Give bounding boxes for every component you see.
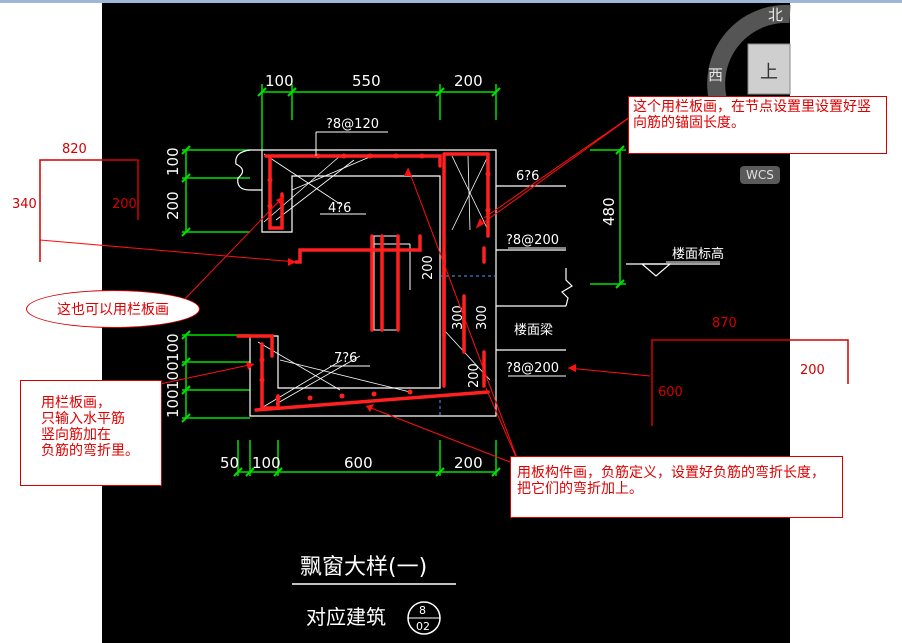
- leader-arrows: [246, 168, 576, 412]
- left-sketch: [39, 159, 139, 262]
- title-text: 飘窗大样(一): [300, 555, 427, 580]
- note-left-line-4: 负筋的弯折里。: [41, 443, 139, 459]
- dim-bottom-200: 200: [454, 454, 483, 472]
- right-sketch-right: 200: [800, 363, 825, 378]
- dimension-lines: [182, 84, 626, 476]
- left-sketch-top: 820: [62, 142, 87, 157]
- right-sketch-left: 600: [658, 385, 683, 400]
- label-right-top: 6?6: [516, 169, 539, 184]
- right-sketch-top: 870: [712, 316, 737, 331]
- left-sketch-left: 340: [12, 197, 37, 212]
- right-sketch: [651, 339, 849, 426]
- hatch-lines: [257, 153, 491, 411]
- dim-left-b2: 100: [164, 361, 182, 390]
- ref-bottom: 02: [416, 620, 430, 633]
- label-top-bar: ?8@120: [326, 117, 379, 132]
- note-left: 用栏板画， 只输入水平筋 竖向筋加在 负筋的弯折里。: [20, 380, 162, 486]
- dim-bottom-100: 100: [252, 454, 281, 472]
- dim-top-100: 100: [265, 72, 294, 90]
- window-top-border: [0, 0, 902, 3]
- rebar-dots: [259, 153, 491, 401]
- viewcube-top-face[interactable]: 上: [760, 62, 778, 83]
- label-underlines: [315, 131, 720, 377]
- dim-top-550: 550: [352, 72, 381, 90]
- rebar-label-text: ?8@120 4?6 6?6 ?8@200 7?6 ?8@200 200 300…: [326, 117, 724, 388]
- dim-left-b1: 100: [164, 333, 182, 362]
- compass-north: 北: [768, 6, 784, 24]
- label-floor-beam: 楼面梁: [514, 323, 553, 338]
- note-left-line-3: 竖向筋加在: [41, 427, 111, 443]
- viewcube[interactable]: [707, 4, 791, 103]
- dim-right-480: 480: [600, 197, 618, 226]
- left-sketch-right: 200: [112, 197, 137, 212]
- label-bottom-center: 7?6: [334, 351, 357, 366]
- drawing-title: 飘窗大样(一) 对应建筑: [292, 555, 456, 629]
- dim-left-100: 100: [164, 147, 182, 176]
- note-left-line-1: 用栏板画，: [41, 395, 111, 411]
- center-hints: [439, 275, 496, 416]
- label-floor-elevation: 楼面标高: [672, 246, 724, 262]
- wcs-button[interactable]: WCS: [740, 166, 780, 184]
- note-top-right: 这个用栏板画，在节点设置里设置好竖向筋的锚固长度。: [628, 96, 887, 154]
- dim-left-200: 200: [164, 191, 182, 220]
- dim-bottom-600: 600: [344, 454, 373, 472]
- note-bottom: 用板构件画，负筋定义，设置好负筋的弯折长度，把它们的弯折加上。: [510, 456, 843, 518]
- dim-bottom-50: 50: [220, 454, 239, 472]
- cad-dimension-text: 100 550 200 100 200 100 100 100 50 100 6…: [164, 72, 618, 472]
- label-diag-top: 4?6: [328, 201, 351, 216]
- label-right-bottom: ?8@200: [506, 361, 559, 376]
- note-oval: 这也可以用栏板画: [26, 290, 200, 328]
- dim-top-200: 200: [454, 72, 483, 90]
- leader-lines: [39, 109, 651, 467]
- compass-west: 西: [708, 66, 724, 84]
- label-vert-200b: 200: [467, 363, 482, 388]
- rebar-lines: [236, 152, 490, 412]
- label-vert-200: 200: [421, 255, 436, 280]
- subtitle-text: 对应建筑: [306, 605, 386, 629]
- ref-top: 8: [419, 604, 426, 617]
- dim-left-b3: 100: [164, 389, 182, 418]
- dimension-ticks: [181, 87, 625, 477]
- note-left-line-2: 只输入水平筋: [41, 411, 125, 427]
- label-right-mid: ?8@200: [506, 233, 559, 248]
- label-vert-300b: 300: [475, 305, 490, 330]
